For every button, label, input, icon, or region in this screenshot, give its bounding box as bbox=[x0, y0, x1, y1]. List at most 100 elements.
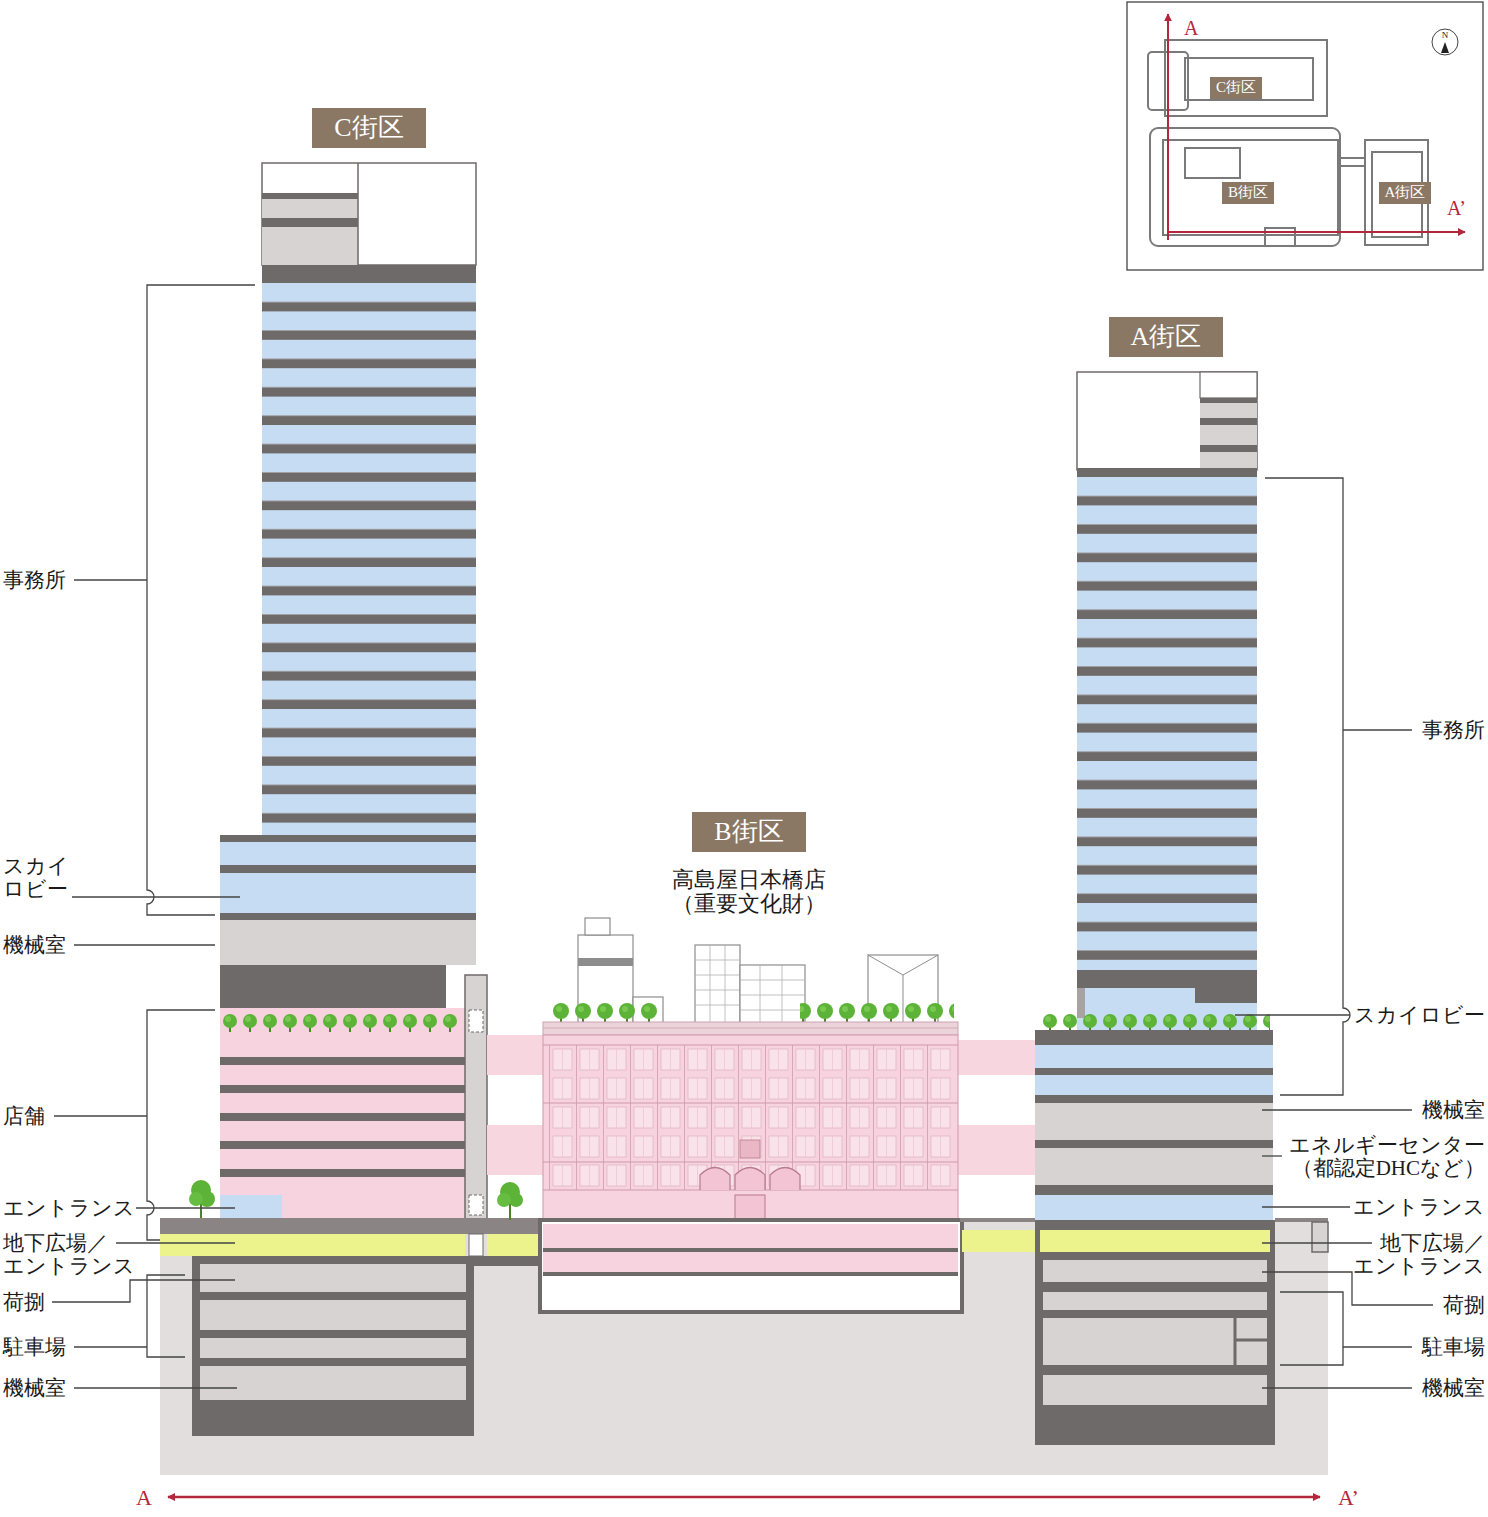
b-building bbox=[543, 1022, 958, 1035]
key-plan bbox=[1127, 2, 1483, 270]
leader-line bbox=[1262, 1387, 1412, 1388]
a-tower bbox=[1200, 445, 1257, 452]
a-underground bbox=[1040, 1230, 1270, 1252]
b-building bbox=[800, 1002, 954, 1022]
c-tower bbox=[262, 227, 358, 265]
a-tower bbox=[1200, 403, 1257, 418]
c-tower bbox=[262, 163, 476, 265]
leader-line bbox=[72, 896, 240, 897]
a-underground bbox=[1035, 1218, 1328, 1445]
a-underground bbox=[1043, 1375, 1267, 1405]
a-tower bbox=[1035, 1103, 1273, 1140]
c-tower bbox=[220, 835, 476, 842]
district-name: C街区 bbox=[334, 113, 403, 143]
key-plan bbox=[1185, 148, 1240, 178]
key-plan bbox=[1163, 140, 1338, 235]
c-tower bbox=[220, 965, 446, 1008]
building-caption: 高島屋日本橋店 （重要文化財） bbox=[672, 868, 826, 916]
b-building bbox=[487, 1035, 543, 1075]
c-tower bbox=[220, 873, 476, 913]
c-underground bbox=[469, 1234, 483, 1256]
c-tower bbox=[262, 199, 358, 218]
c-tower bbox=[469, 1010, 483, 1032]
district-name: C街区 bbox=[1216, 79, 1256, 96]
a-underground bbox=[1035, 1220, 1275, 1445]
key-plan bbox=[1127, 2, 1483, 270]
c-tower bbox=[220, 1037, 465, 1195]
c-underground bbox=[160, 1234, 465, 1256]
leader-line bbox=[74, 579, 147, 580]
use-label: エントランス bbox=[3, 1197, 135, 1220]
b-underground bbox=[540, 1218, 1037, 1312]
use-label: 事務所 bbox=[1422, 719, 1485, 742]
c-tower bbox=[469, 1195, 483, 1215]
c-tower bbox=[220, 920, 476, 965]
district-tag: B街区 bbox=[692, 812, 805, 852]
section-arrow bbox=[168, 1497, 1320, 1498]
north-mark: N bbox=[1442, 30, 1449, 40]
c-tower bbox=[262, 193, 358, 199]
use-label: 機械室 bbox=[1422, 1377, 1485, 1400]
key-plan bbox=[1168, 231, 1465, 233]
use-label: 機械室 bbox=[3, 934, 66, 957]
a-tower bbox=[1200, 398, 1257, 403]
a-tower bbox=[1200, 418, 1257, 425]
a-tower bbox=[1077, 468, 1257, 477]
b-building bbox=[700, 1168, 800, 1191]
leader-line bbox=[74, 1387, 237, 1388]
b-building bbox=[509, 1193, 523, 1207]
a-underground bbox=[1043, 1318, 1267, 1365]
a-tower bbox=[1077, 372, 1257, 470]
a-tower bbox=[1200, 452, 1257, 470]
b-underground bbox=[543, 1224, 958, 1248]
use-label: 荷捌 bbox=[3, 1291, 45, 1314]
use-label: 地下広場／ エントランス bbox=[3, 1232, 135, 1278]
leader-line bbox=[74, 944, 215, 945]
key-plan bbox=[1441, 42, 1449, 53]
c-tower bbox=[189, 163, 487, 1232]
district-tag: B街区 bbox=[1222, 182, 1274, 203]
leader-line bbox=[147, 1275, 185, 1357]
district-name: B街区 bbox=[714, 817, 783, 847]
a-tower bbox=[1077, 477, 1257, 970]
b-building bbox=[543, 1028, 958, 1029]
use-label: 駐車場 bbox=[3, 1336, 66, 1359]
leader-line bbox=[136, 1207, 235, 1208]
b-building bbox=[487, 1125, 543, 1175]
leader-line bbox=[1262, 1155, 1282, 1156]
use-label: 機械室 bbox=[1422, 1099, 1485, 1122]
leader-line bbox=[1343, 729, 1412, 730]
c-tower bbox=[357, 163, 359, 265]
b-building bbox=[549, 1045, 952, 1190]
c-underground bbox=[470, 1256, 545, 1266]
a-tower bbox=[1035, 1140, 1273, 1148]
b-building bbox=[487, 918, 1035, 1224]
a-tower bbox=[1035, 1068, 1273, 1075]
key-plan bbox=[1148, 40, 1428, 246]
a-tower bbox=[1035, 1148, 1273, 1185]
district-tag: C街区 bbox=[312, 108, 425, 148]
b-underground bbox=[543, 1248, 958, 1252]
key-plan bbox=[1167, 14, 1169, 240]
key-plan bbox=[1185, 58, 1313, 100]
b-building bbox=[740, 965, 805, 1030]
use-label: 機械室 bbox=[3, 1377, 66, 1400]
b-building bbox=[695, 945, 740, 1030]
a-tower bbox=[1035, 1185, 1273, 1195]
use-label: 駐車場 bbox=[1422, 1336, 1485, 1359]
c-underground bbox=[160, 1218, 545, 1234]
b-building bbox=[552, 1002, 662, 1022]
district-name: A街区 bbox=[1131, 322, 1202, 352]
district-name: A街区 bbox=[1385, 184, 1426, 201]
b-underground bbox=[543, 1272, 958, 1276]
section-mark: A bbox=[1184, 17, 1198, 39]
c-underground bbox=[192, 1256, 474, 1436]
leader-line bbox=[52, 285, 1433, 1388]
b-building bbox=[495, 1220, 545, 1224]
c-tower bbox=[189, 1192, 203, 1206]
b-underground bbox=[960, 1218, 1037, 1222]
use-label: エネルギーセンター （都認定DHCなど） bbox=[1289, 1134, 1485, 1180]
key-plan bbox=[1265, 228, 1295, 246]
